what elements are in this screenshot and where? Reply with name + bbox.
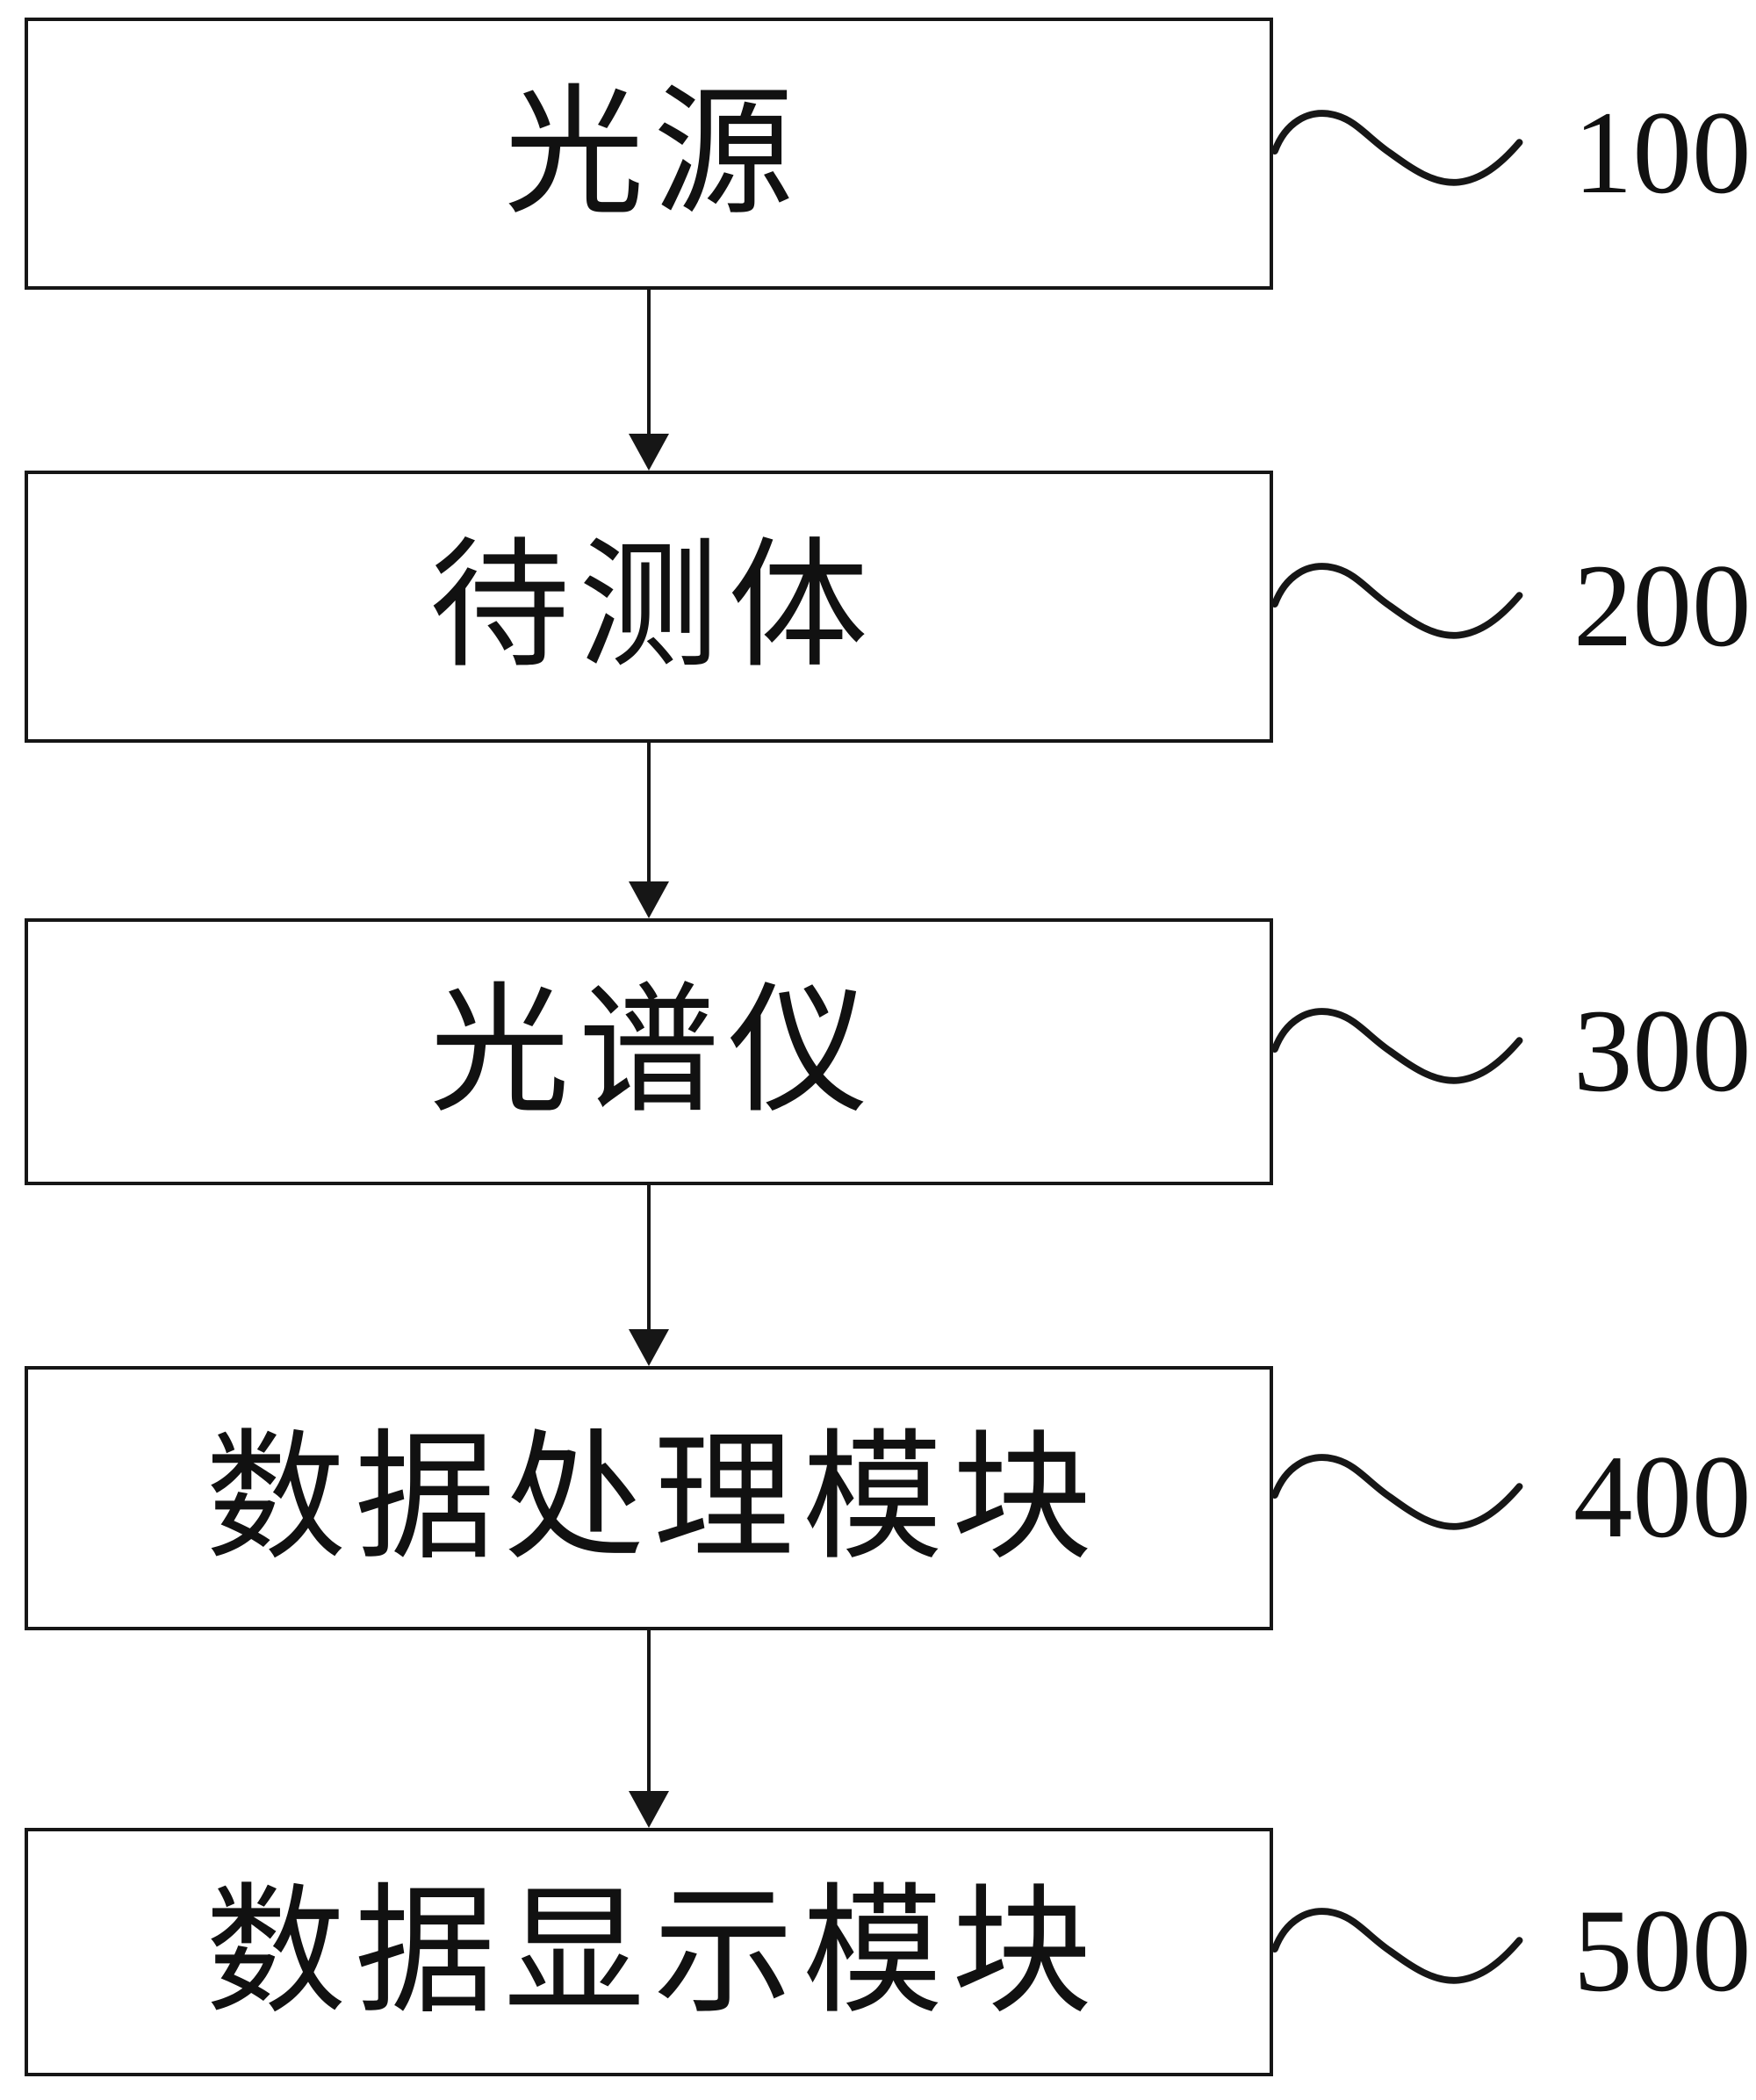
ref-connector-squiggle-icon <box>1271 1008 1523 1084</box>
block-spectrometer: 光谱仪 <box>25 918 1273 1185</box>
arrow-head <box>629 1329 669 1366</box>
ref-connector-squiggle-icon <box>1271 1908 1523 1984</box>
block-data-processing-module: 数据处理模块 <box>25 1366 1273 1630</box>
block-data-display-module: 数据显示模块 <box>25 1828 1273 2076</box>
arrow-shaft <box>647 1185 651 1331</box>
arrow-head <box>629 881 669 918</box>
arrow-head <box>629 1791 669 1828</box>
ref-number: 200 <box>1573 541 1752 672</box>
block-label: 待测体 <box>428 529 877 685</box>
ref-number: 100 <box>1573 88 1752 219</box>
ref-connector-squiggle-icon <box>1271 110 1523 186</box>
ref-number: 400 <box>1573 1432 1752 1563</box>
ref-number: 300 <box>1573 986 1752 1117</box>
block-object-under-test: 待测体 <box>25 471 1273 743</box>
block-light-source: 光源 <box>25 18 1273 290</box>
arrow-head <box>629 434 669 471</box>
block-label: 数据显示模块 <box>205 1873 1101 2031</box>
arrow-shaft <box>647 743 651 883</box>
block-label: 数据处理模块 <box>205 1420 1101 1577</box>
block-label: 光源 <box>503 76 802 232</box>
arrow-shaft <box>647 290 651 435</box>
arrow-shaft <box>647 1630 651 1793</box>
ref-connector-squiggle-icon <box>1271 1454 1523 1530</box>
ref-connector-squiggle-icon <box>1271 563 1523 639</box>
ref-number: 500 <box>1573 1886 1752 2017</box>
block-label: 光谱仪 <box>428 974 877 1130</box>
